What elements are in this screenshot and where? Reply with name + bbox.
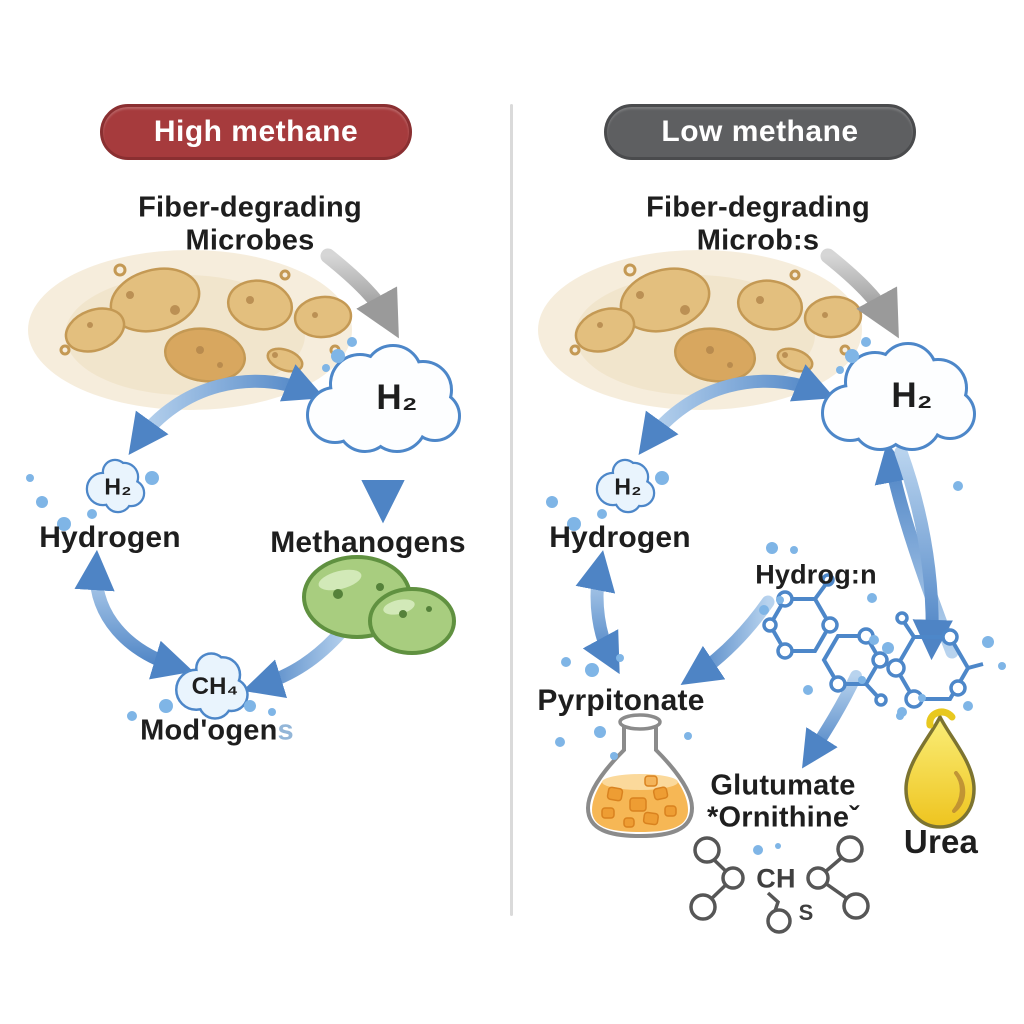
microbes-label-left: Microbes [185, 224, 315, 257]
ch4-label: CH₄ [191, 673, 239, 700]
propionate-flask [585, 713, 695, 839]
h2-cloud-label-right: H₂ [891, 376, 933, 415]
h2-to-urea-molecule-arrow [894, 445, 953, 661]
high-methane-banner: High methane [100, 104, 412, 160]
modogens-label: Mod'ogens [140, 714, 294, 747]
urea-droplet [904, 708, 976, 829]
low-methane-banner: Low methane [604, 104, 916, 160]
fiber-degrading-label-left: Fiber-degrading [138, 191, 362, 224]
gray-arrow-right [820, 248, 899, 339]
gray-arrow-left [320, 248, 399, 339]
molecule-ch-label: CH [756, 863, 796, 894]
fiber-degrading-label-right: Fiber-degrading [646, 191, 870, 224]
microbes-h2-double-arrow-left [128, 364, 325, 456]
urea-molecule-structure [886, 611, 984, 709]
hydrogen-label-right: Hydrogen [549, 521, 691, 554]
panel-divider [510, 104, 513, 916]
molecule-s-label: S [798, 900, 814, 925]
hydrogen-ch4-double-arrow [74, 549, 194, 680]
hydrogen2-label-right: Hydrog:n [755, 559, 877, 590]
hydrogen-to-propionate-arrow [680, 595, 775, 685]
urea-label: Urea [903, 823, 979, 860]
h2-bubble-label-right: H₂ [614, 473, 642, 500]
hydrogen-molecule-structure [762, 573, 889, 707]
modogens-label-suffix: s [277, 714, 294, 747]
low-methane-banner-label: Low methane [661, 115, 859, 148]
methanogen-cells [302, 555, 456, 655]
droplets [26, 337, 1006, 855]
microbes-label-right: Microb:s [696, 224, 820, 257]
propionate-label: Pyrpitonate [537, 684, 705, 717]
high-methane-banner-label: High methane [153, 115, 359, 148]
sulfur-molecule-structure [689, 835, 870, 934]
methanogens-label: Methanogens [270, 526, 466, 559]
h2-cloud-label-left: H₂ [376, 378, 418, 417]
ornithine-label: *Ornithineˇ [706, 801, 860, 834]
microbes-h2-double-arrow-right [638, 364, 835, 456]
hydrogen-propionate-double-arrow [575, 550, 620, 675]
h2-bubble-label-left: H₂ [104, 473, 132, 500]
hydrogen-label-left: Hydrogen [39, 521, 181, 554]
glutamate-label: Glutumate [710, 769, 856, 802]
